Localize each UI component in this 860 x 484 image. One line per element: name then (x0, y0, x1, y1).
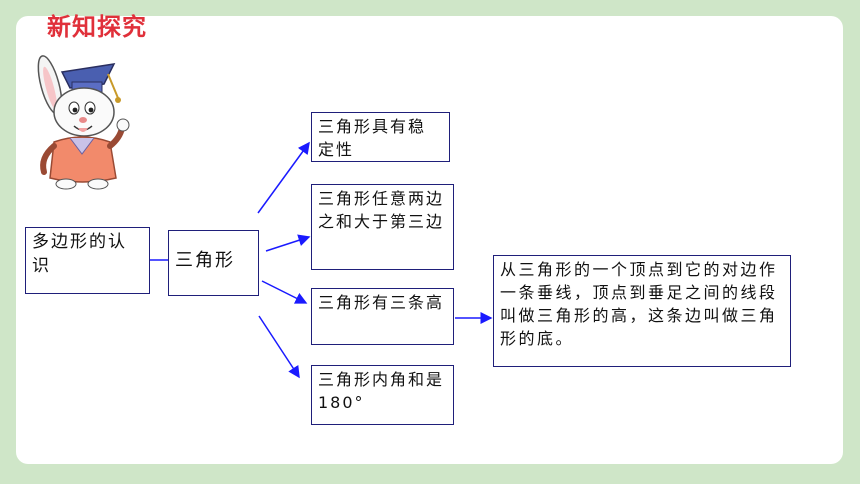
page-title: 新知探究 (47, 13, 147, 41)
branch-box-side-sum: 三角形任意两边之和大于第三边 (311, 184, 454, 270)
rabbit-mascot-icon (37, 55, 130, 190)
branch-box-angle-sum: 三角形内角和是180° (311, 365, 454, 425)
branch-box-heights: 三角形有三条高 (311, 288, 454, 345)
center-box-triangle: 三角形 (168, 230, 259, 296)
root-box-polygon: 多边形的认识 (25, 227, 150, 294)
branch-box-stability: 三角形具有稳定性 (311, 112, 450, 162)
note-box-height-definition: 从三角形的一个顶点到它的对边作一条垂线，顶点到垂足之间的线段叫做三角形的高，这条… (493, 255, 791, 367)
